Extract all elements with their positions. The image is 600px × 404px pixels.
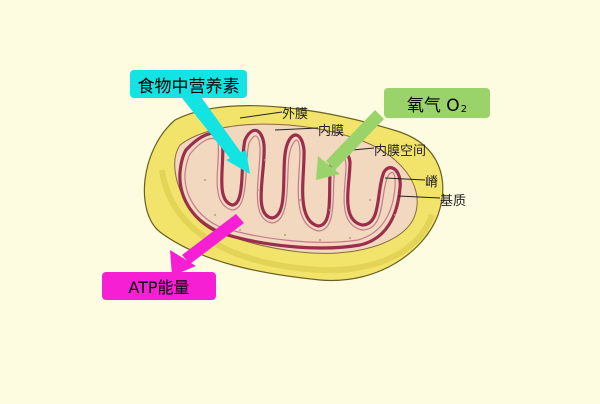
oxygen-arrow [326, 110, 384, 170]
cristae-line [178, 128, 402, 250]
label-inner-membrane: 内膜 [318, 124, 345, 139]
label-crista: 嵴 [425, 175, 439, 190]
atp-energy-text: ATP能量 [128, 278, 190, 297]
matrix-granules [204, 159, 396, 241]
food-nutrients-callout: 食物中营养素 [130, 70, 247, 98]
label-intermembrane-space: 内膜空间 [374, 144, 427, 159]
label-outer-membrane: 外膜 [282, 107, 309, 122]
food-arrow-head [226, 150, 250, 174]
label-matrix: 基质 [440, 194, 467, 209]
oxygen-text: 氧气 O [406, 95, 460, 116]
atp-arrow-head [170, 250, 196, 276]
cristae-line-inner [184, 135, 396, 243]
atp-energy-callout: ATP能量 [102, 272, 216, 300]
oxygen-arrow-head [316, 156, 340, 180]
outer-membrane-shade [159, 169, 435, 274]
atp-arrow [182, 214, 244, 264]
food-nutrients-text: 食物中营养素 [137, 76, 240, 97]
oxygen-subscript: 2 [460, 103, 468, 115]
food-arrow [182, 90, 245, 166]
